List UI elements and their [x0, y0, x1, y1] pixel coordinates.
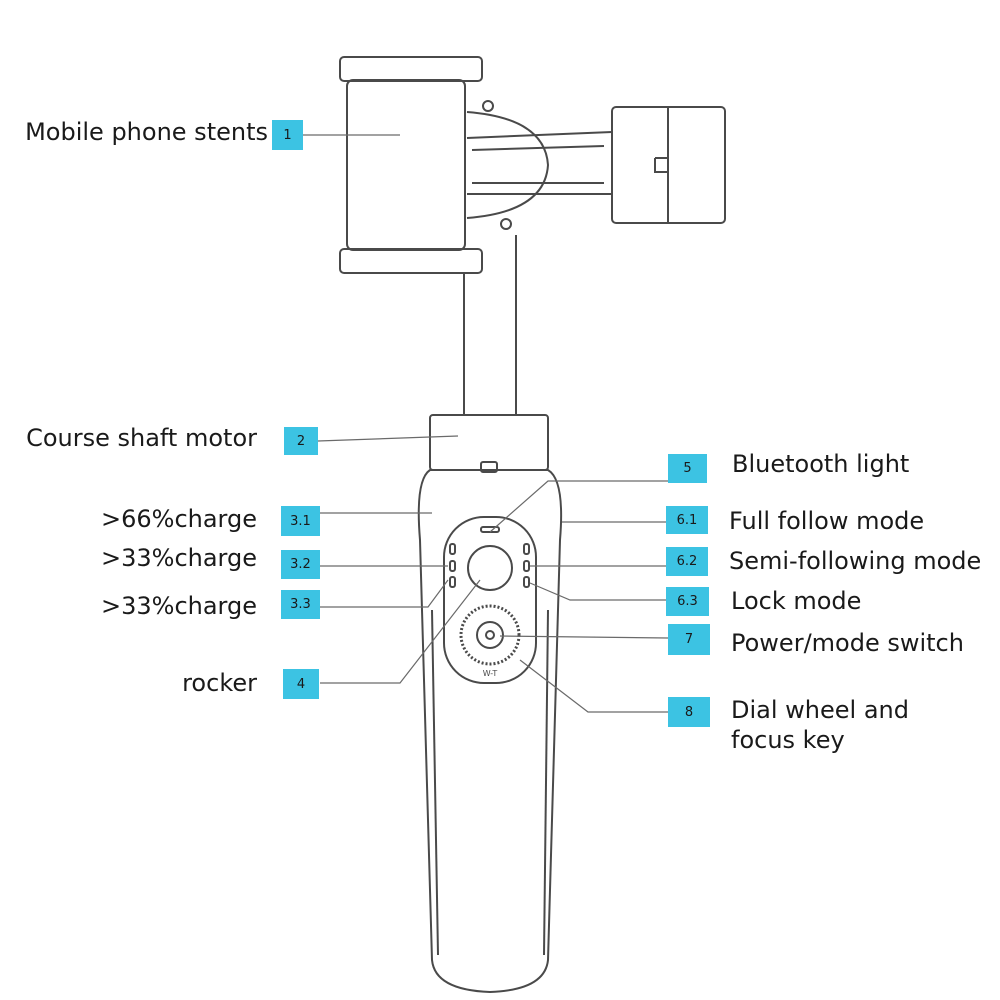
power-icon — [485, 630, 495, 640]
power-mode-button — [476, 621, 504, 649]
badge-1: 1 — [272, 120, 303, 150]
label-semi-following-mode: Semi-following mode — [729, 547, 982, 575]
gimbal-drawing — [339, 56, 726, 994]
dial-wheel — [459, 604, 521, 666]
badge-6-3: 6.3 — [666, 587, 709, 616]
tilt-arm-top — [466, 131, 613, 139]
mode-led-3 — [523, 576, 530, 588]
badge-3-3: 3.3 — [281, 590, 320, 619]
badge-6-2: 6.2 — [666, 547, 708, 576]
pitch-motor-slot — [654, 157, 668, 173]
phone-clamp-top-bar — [339, 56, 483, 82]
leader-2 — [317, 435, 459, 442]
label-bluetooth-light: Bluetooth light — [732, 450, 910, 478]
battery-led-2 — [449, 560, 456, 572]
label-charge-66: >66%charge — [100, 505, 257, 533]
label-charge-33-a: >33%charge — [100, 544, 257, 572]
roll-motor-screw-bottom — [500, 218, 512, 230]
badge-6-1: 6.1 — [666, 506, 708, 534]
leader-6-3 — [529, 582, 666, 601]
label-full-follow-mode: Full follow mode — [729, 507, 925, 535]
label-lock-mode: Lock mode — [731, 587, 862, 615]
label-dial-wheel-line-2: focus key — [731, 726, 845, 754]
label-power-mode-switch: Power/mode switch — [731, 629, 964, 657]
leader-5 — [489, 480, 668, 533]
tilt-arm-inner-top — [471, 145, 605, 151]
roll-motor-screw — [482, 100, 494, 112]
label-rocker: rocker — [182, 669, 257, 697]
battery-led-1 — [449, 543, 456, 555]
battery-led-3 — [449, 576, 456, 588]
label-charge-33-b: >33%charge — [100, 592, 257, 620]
badge-3-1: 3.1 — [281, 506, 320, 536]
leader-4 — [320, 579, 481, 684]
badge-4: 4 — [283, 669, 319, 699]
handle-edge-left — [431, 609, 439, 956]
phone-holder — [346, 79, 466, 251]
label-dial-wheel-line-1: Dial wheel and — [731, 696, 909, 724]
phone-clamp-bottom-bar — [339, 248, 483, 274]
badge-2: 2 — [284, 427, 318, 455]
badge-3-2: 3.2 — [281, 550, 320, 579]
mode-led-1 — [523, 543, 530, 555]
mode-led-2 — [523, 560, 530, 572]
roll-motor — [466, 111, 550, 219]
leader-7 — [499, 635, 669, 639]
course-shaft-motor-tab — [480, 461, 498, 473]
badge-8: 8 — [668, 697, 710, 727]
label-course-shaft-motor: Course shaft motor — [26, 424, 257, 452]
leader-lines — [303, 134, 669, 713]
handle-body — [417, 469, 563, 994]
badge-5: 5 — [668, 454, 707, 483]
label-mobile-phone-stents: Mobile phone stents — [25, 118, 268, 146]
handle-edge-right — [543, 609, 549, 956]
rocker-knob — [467, 545, 513, 591]
badge-7: 7 — [668, 624, 710, 655]
control-panel — [443, 516, 537, 684]
leader-3-3 — [320, 579, 449, 608]
leader-8 — [519, 659, 668, 713]
dial-label: W-T — [483, 669, 498, 678]
